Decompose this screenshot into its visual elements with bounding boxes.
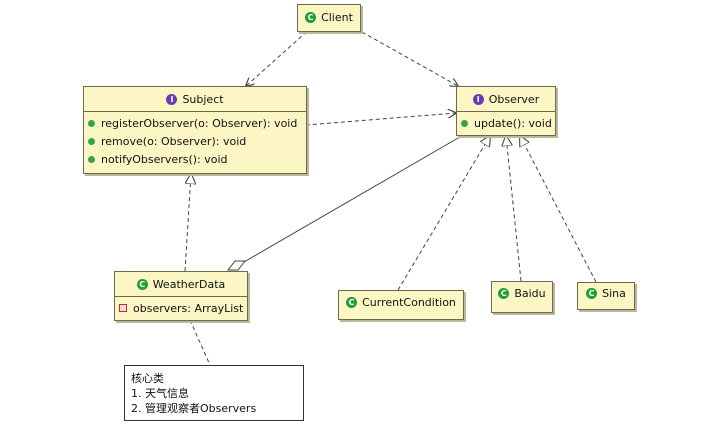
- sina-realizes-observer: [520, 136, 597, 283]
- note-anchor-line: [189, 319, 211, 366]
- class-icon: C: [346, 296, 358, 308]
- note-line: 核心类: [131, 372, 164, 385]
- client-to-observer-dependency: [361, 31, 458, 86]
- subject-to-observer-dependency: [305, 113, 456, 126]
- class-name: WeatherData: [152, 277, 226, 291]
- note-line: 2. 管理观察者Observers: [131, 402, 257, 415]
- aggregation-diamond: [226, 260, 247, 271]
- public-method-icon: [88, 119, 95, 127]
- fields-compartment: observers: ArrayList: [115, 296, 247, 319]
- operation-row[interactable]: registerObserver(o: Observer): void: [88, 114, 302, 132]
- class-icon: C: [586, 287, 598, 299]
- operations-compartment: update(): void: [457, 111, 555, 134]
- baidu-realizes-observer: [506, 136, 522, 282]
- interface-name: Observer: [488, 92, 540, 106]
- class-name: Sina: [602, 286, 626, 300]
- weatherdata-aggregates-observer: [243, 133, 466, 263]
- class-name: CurrentCondition: [362, 295, 456, 309]
- class-currentcondition[interactable]: C CurrentCondition: [338, 290, 464, 320]
- class-icon: C: [136, 278, 148, 290]
- operation-row[interactable]: notifyObservers(): void: [88, 150, 302, 168]
- operation-text: update(): void: [474, 116, 552, 130]
- public-method-icon: [461, 119, 468, 127]
- class-icon: C: [305, 11, 317, 23]
- weatherdata-realizes-subject: [184, 174, 191, 272]
- interface-name: Subject: [182, 92, 224, 106]
- private-field-icon: [119, 304, 127, 312]
- note-comment[interactable]: 核心类 1. 天气信息 2. 管理观察者Observers: [124, 365, 304, 421]
- operation-text: registerObserver(o: Observer): void: [101, 116, 298, 130]
- interface-subject[interactable]: I Subject registerObserver(o: Observer):…: [83, 86, 307, 174]
- note-line: 1. 天气信息: [131, 387, 189, 400]
- operation-text: notifyObservers(): void: [101, 152, 228, 166]
- class-client[interactable]: C Client: [297, 4, 361, 32]
- class-baidu[interactable]: C Baidu: [491, 281, 553, 313]
- operations-compartment: registerObserver(o: Observer): void remo…: [84, 111, 306, 170]
- class-name: Baidu: [514, 286, 546, 300]
- public-method-icon: [88, 137, 95, 145]
- interface-icon: I: [472, 93, 484, 105]
- operation-row[interactable]: remove(o: Observer): void: [88, 132, 302, 150]
- client-to-subject-dependency: [246, 26, 313, 86]
- interface-observer[interactable]: I Observer update(): void: [456, 86, 556, 136]
- public-method-icon: [88, 155, 95, 163]
- class-name: Client: [321, 10, 353, 24]
- interface-icon: I: [166, 93, 178, 105]
- class-icon: C: [498, 287, 510, 299]
- class-sina[interactable]: C Sina: [577, 282, 635, 310]
- operation-row[interactable]: update(): void: [461, 114, 552, 132]
- operation-text: remove(o: Observer): void: [101, 134, 247, 148]
- field-row[interactable]: observers: ArrayList: [119, 299, 243, 317]
- field-text: observers: ArrayList: [133, 301, 244, 315]
- class-weatherdata[interactable]: C WeatherData observers: ArrayList: [114, 271, 248, 321]
- currentcondition-realizes-observer: [397, 136, 490, 291]
